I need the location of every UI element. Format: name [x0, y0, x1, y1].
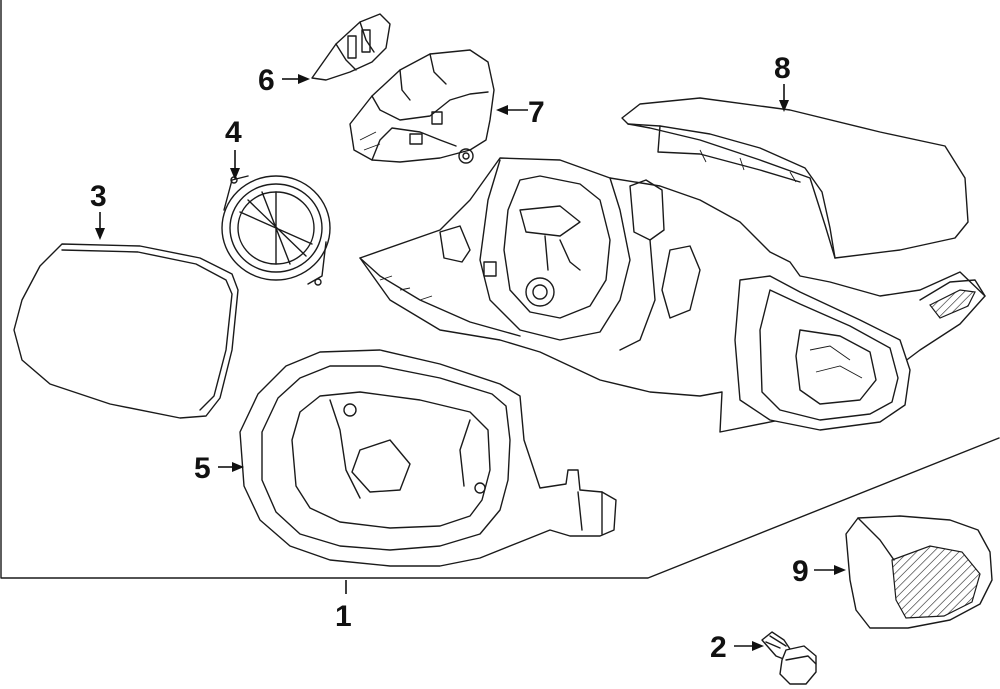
part-7-mirror-motor[interactable] — [349, 49, 495, 164]
callout-9: 9 — [792, 555, 809, 588]
callout-6: 6 — [258, 64, 275, 97]
part-2-bolt[interactable] — [761, 631, 817, 685]
part-6-cover-clip[interactable] — [311, 13, 391, 81]
part-4-seal-ring[interactable] — [221, 175, 331, 286]
callout-1: 1 — [335, 600, 352, 633]
callout-4: 4 — [225, 116, 242, 149]
callout-8: 8 — [774, 52, 791, 85]
callout-2: 2 — [710, 631, 727, 664]
part-5-housing-frame[interactable] — [239, 349, 617, 567]
part-8-mirror-cover[interactable] — [621, 97, 969, 259]
leader-lines — [95, 74, 846, 651]
callout-5: 5 — [194, 452, 211, 485]
assembly-frame — [0, 0, 1000, 579]
callout-7: 7 — [528, 96, 545, 129]
part-3-mirror-glass[interactable] — [13, 243, 239, 419]
part-9-cover-insert[interactable] — [845, 515, 993, 629]
part-1-mirror-housing-assembly[interactable] — [359, 157, 986, 433]
callout-3: 3 — [90, 180, 107, 213]
